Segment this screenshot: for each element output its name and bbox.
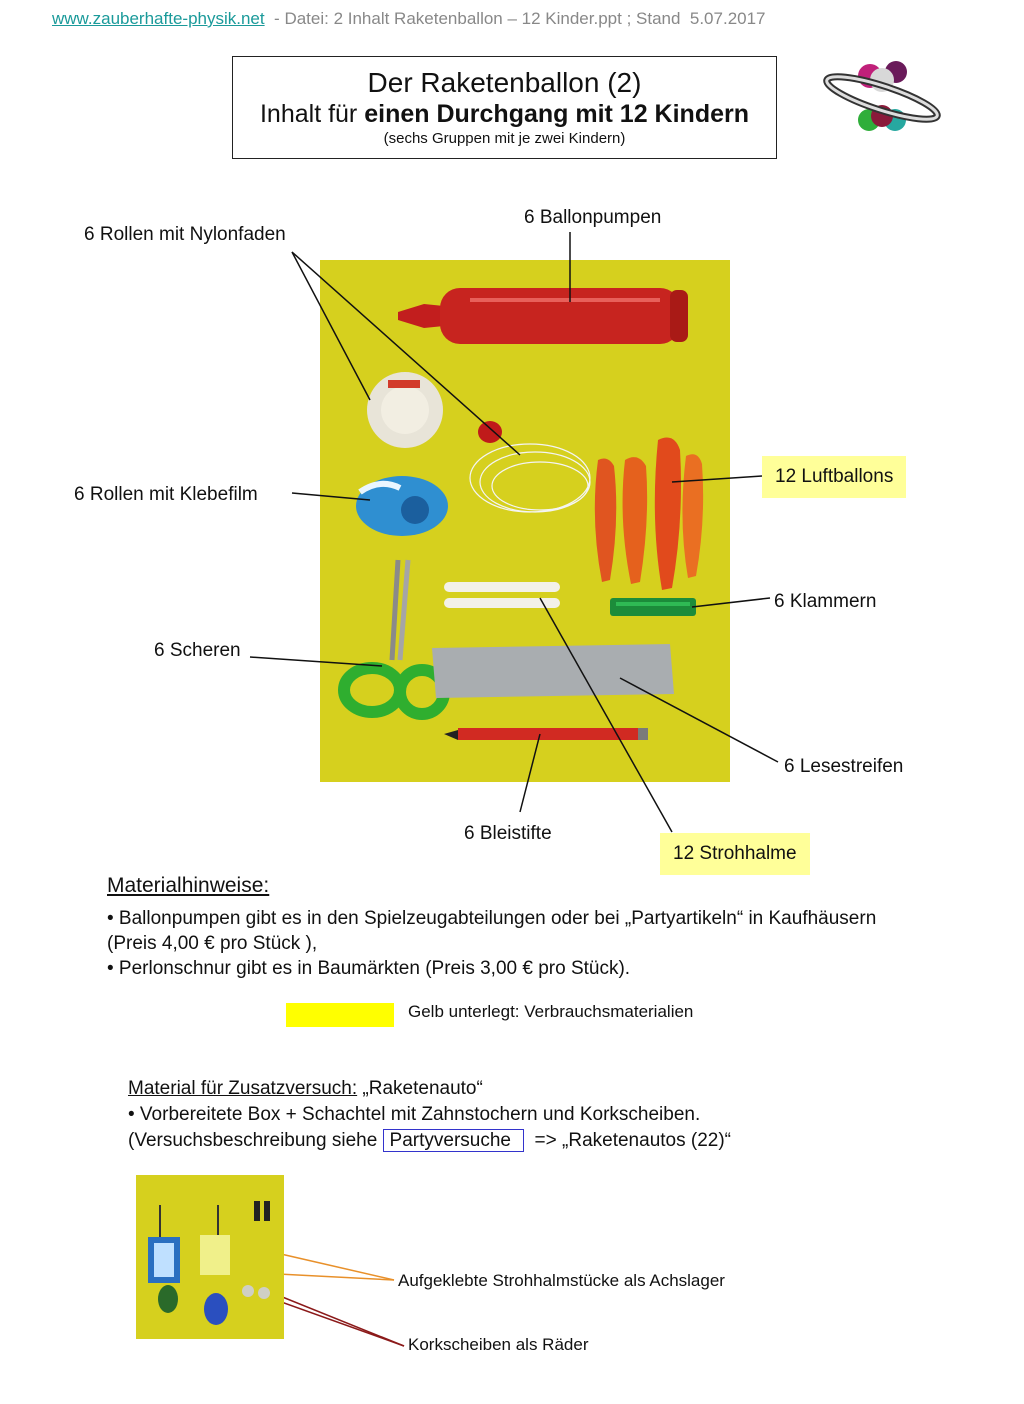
header-file-info: - Datei: 2 Inhalt Raketenballon – 12 Kin… xyxy=(264,9,766,28)
label-lesestreifen: 6 Lesestreifen xyxy=(784,756,904,777)
extra-title: Material für Zusatzversuch: „Raketenauto… xyxy=(128,1076,731,1102)
materials-photo xyxy=(320,260,730,782)
label-klebefilm: 6 Rollen mit Klebefilm xyxy=(74,484,258,505)
label-ballonpumpen: 6 Ballonpumpen xyxy=(524,207,662,228)
materials-line-3: • Perlonschnur gibt es in Baumärkten (Pr… xyxy=(107,958,631,979)
pencil-icon xyxy=(444,728,648,740)
straw-pieces-icon xyxy=(200,1235,230,1275)
cork-disc-icon xyxy=(242,1285,254,1297)
extra-line-2-suffix: => „Raketenautos (22)“ xyxy=(524,1130,731,1151)
page-subtitle: Inhalt für einen Durchgang mit 12 Kinder… xyxy=(233,99,776,129)
extra-block: Material für Zusatzversuch: „Raketenauto… xyxy=(128,1076,731,1154)
red-bead-icon xyxy=(478,421,502,443)
materials-line-2: (Preis 4,00 € pro Stück ), xyxy=(107,933,318,954)
subtitle-bold: einen Durchgang mit 12 Kindern xyxy=(364,100,749,128)
toothpick-box-icon xyxy=(148,1237,180,1283)
label-raeder: Korkscheiben als Räder xyxy=(408,1335,589,1354)
legend-text: Gelb unterlegt: Verbrauchsmaterialien xyxy=(408,1002,694,1021)
nylon-roll-icon xyxy=(367,372,443,448)
rocket-car-photo xyxy=(136,1175,284,1339)
label-luftballons: 12 Luftballons xyxy=(762,456,907,498)
legend-swatch xyxy=(286,1003,394,1027)
label-bleistifte: 6 Bleistifte xyxy=(464,823,552,844)
label-nylonfaden: 6 Rollen mit Nylonfaden xyxy=(84,224,286,245)
materials-body: • Ballonpumpen gibt es in den Spielzeuga… xyxy=(107,906,987,981)
extra-title-rest: „Raketenauto“ xyxy=(357,1078,483,1099)
extra-title-underlined: Material für Zusatzversuch: xyxy=(128,1078,358,1099)
label-strohhalme: 12 Strohhalme xyxy=(660,833,810,875)
zauberhafte-physik-logo-icon xyxy=(823,61,941,131)
title-note: (sechs Gruppen mit je zwei Kindern) xyxy=(383,130,626,147)
materials-title: Materialhinweise: xyxy=(107,874,270,897)
page-title: Der Raketenballon (2) xyxy=(367,67,642,98)
materials-line-1: • Ballonpumpen gibt es in den Spielzeuga… xyxy=(107,908,877,929)
label-klammern: 6 Klammern xyxy=(774,591,877,612)
party-experiments-link[interactable]: Partyversuche xyxy=(382,1129,524,1152)
extra-line-2: (Versuchsbeschreibung siehe Partyversuch… xyxy=(128,1128,731,1154)
header-line: www.zauberhafte-physik.net - Datei: 2 In… xyxy=(52,9,766,29)
extra-line-1: • Vorbereitete Box + Schachtel mit Zahns… xyxy=(128,1104,701,1125)
nylon-thread-icon xyxy=(469,443,591,513)
clip-icon xyxy=(610,598,696,616)
title-box: Der Raketenballon (2) Inhalt für einen D… xyxy=(232,56,777,159)
reading-strip-icon xyxy=(432,644,674,698)
tape-dispenser-icon xyxy=(356,476,448,536)
header-link[interactable]: www.zauberhafte-physik.net xyxy=(52,9,265,28)
subtitle-prefix: Inhalt für xyxy=(259,100,365,128)
label-achslager: Aufgeklebte Strohhalmstücke als Achslage… xyxy=(398,1271,725,1290)
extra-line-2-prefix: (Versuchsbeschreibung siehe xyxy=(128,1130,383,1151)
straws-icon xyxy=(444,582,560,608)
label-scheren: 6 Scheren xyxy=(154,640,241,661)
